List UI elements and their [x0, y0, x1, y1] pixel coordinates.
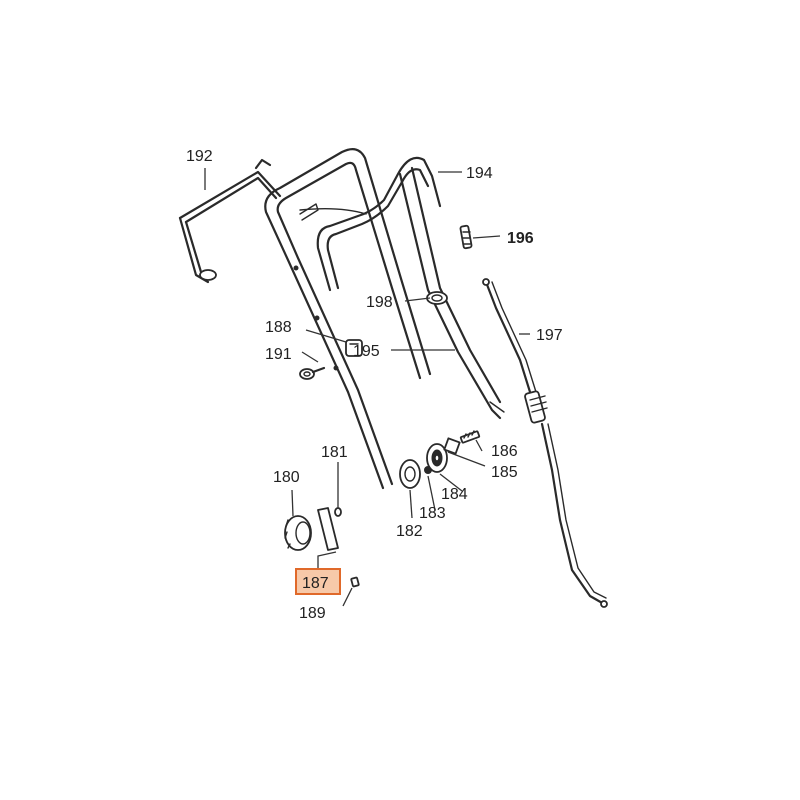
callout-185[interactable]: 185: [491, 464, 518, 481]
callout-197[interactable]: 197: [536, 327, 563, 344]
callout-187[interactable]: 187: [302, 575, 329, 592]
part-185-plate[interactable]: [443, 437, 461, 455]
highlight-box: [295, 568, 341, 595]
part-181-screw[interactable]: [334, 507, 342, 517]
part-184-star-washer[interactable]: [426, 443, 448, 473]
callout-180[interactable]: 180: [273, 469, 300, 486]
callout-192[interactable]: 192: [186, 148, 213, 165]
callout-195[interactable]: 195: [353, 343, 380, 360]
part-195-lower-handle[interactable]: [398, 166, 505, 420]
callout-184[interactable]: 184: [441, 486, 468, 503]
part-187-clamp-plate[interactable]: [317, 507, 339, 551]
part-197-cable[interactable]: [482, 278, 608, 608]
part-182-spacer[interactable]: [399, 459, 421, 489]
callout-186[interactable]: 186: [491, 443, 518, 460]
part-194-grip-bar[interactable]: [299, 156, 442, 292]
part-196-spring-clip[interactable]: [459, 224, 473, 250]
callout-188[interactable]: 188: [265, 319, 292, 336]
part-191-eye-bolt[interactable]: [299, 366, 326, 380]
selected-callout-187[interactable]: 187: [295, 568, 341, 595]
callout-191[interactable]: 191: [265, 346, 292, 363]
part-188-knob[interactable]: [345, 339, 363, 357]
callout-182[interactable]: 182: [396, 523, 423, 540]
callout-183[interactable]: 183: [419, 505, 446, 522]
part-192-bail-lever[interactable]: [178, 158, 282, 284]
part-189-nut[interactable]: [350, 576, 360, 588]
callout-labels: 192 194 196 198 197 188 191 195 186 185 …: [186, 148, 563, 622]
part-186-bolt[interactable]: [459, 430, 481, 444]
callout-196[interactable]: 196: [507, 230, 534, 247]
callout-198[interactable]: 198: [366, 294, 393, 311]
leader-lines: [204, 168, 530, 607]
callout-181[interactable]: 181: [321, 444, 348, 461]
part-180-handle-knob[interactable]: [284, 515, 312, 551]
callout-194[interactable]: 194: [466, 165, 493, 182]
callout-189[interactable]: 189: [299, 605, 326, 622]
